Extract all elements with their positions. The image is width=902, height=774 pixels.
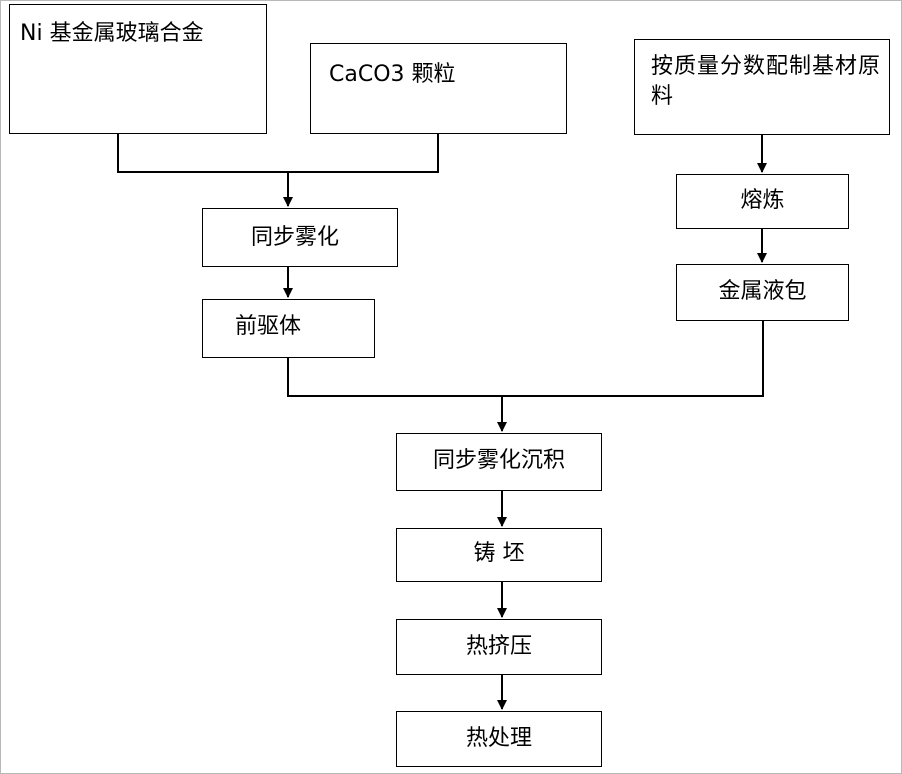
node-label: CaCO3 颗粒 [329, 62, 456, 87]
node-caco3-particles: CaCO3 颗粒 [310, 43, 567, 134]
node-billet: 铸 坯 [396, 528, 602, 582]
node-label: 金属液包 [718, 279, 807, 304]
node-atomize-deposit: 同步雾化沉积 [396, 433, 602, 491]
node-label: Ni 基金属玻璃合金 [20, 21, 204, 46]
node-label: 熔炼 [740, 188, 785, 213]
node-label: 前驱体 [235, 314, 302, 339]
node-metal-ladle: 金属液包 [676, 264, 849, 321]
node-precursor: 前驱体 [202, 299, 375, 358]
node-hot-extrusion: 热挤压 [396, 619, 602, 675]
node-sync-atomize: 同步雾化 [202, 208, 398, 267]
node-heat-treatment: 热处理 [396, 711, 602, 767]
node-label: 同步雾化 [251, 225, 340, 250]
merge-connector-middle [287, 321, 764, 397]
node-label: 铸 坯 [473, 541, 525, 566]
node-smelting: 熔炼 [676, 174, 849, 229]
node-ni-glass-alloy: Ni 基金属玻璃合金 [9, 4, 267, 134]
node-label: 按质量分数配制基材原料 [651, 54, 882, 109]
node-raw-material: 按质量分数配制基材原料 [634, 39, 890, 135]
node-label: 热挤压 [465, 634, 532, 659]
node-label: 同步雾化沉积 [432, 448, 565, 473]
node-label: 热处理 [465, 726, 532, 751]
merge-connector-top-left [117, 134, 439, 173]
